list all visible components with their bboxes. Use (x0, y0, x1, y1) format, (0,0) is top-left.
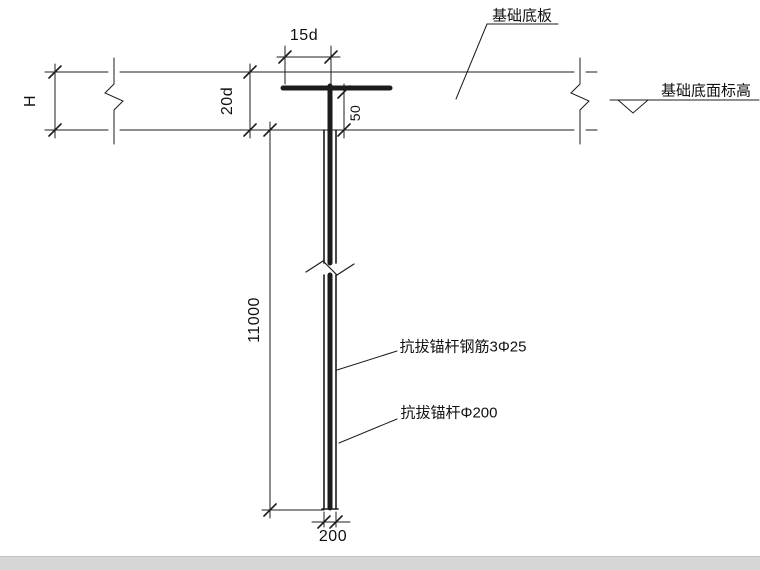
dim-20d-text: 20d (219, 86, 236, 116)
dim-11000-text: 11000 (246, 297, 263, 343)
footer-strip (0, 556, 760, 570)
rebar-label-leader (336, 350, 398, 371)
anchor-label-leader (338, 418, 398, 444)
break-symbol-right (570, 57, 590, 145)
dimension-20d-lines (243, 63, 257, 139)
elevation-label: 基础底面标高 (660, 82, 752, 100)
dim-50-text: 50 (347, 104, 363, 122)
elevation-mark (609, 99, 760, 114)
anchor-casing-lines (321, 129, 339, 510)
dimension-15d-lines (276, 45, 341, 85)
dim-h-text: H (22, 94, 39, 108)
slab-label: 基础底板 (491, 7, 553, 25)
break-symbol-left (104, 57, 124, 145)
dimension-50-lines (337, 83, 351, 139)
rebar-label: 抗拔锚杆钢筋3Φ25 (399, 338, 527, 356)
slab-label-leader (455, 23, 559, 100)
anchor-label: 抗拔锚杆Φ200 (400, 404, 498, 422)
dimension-11000-lines (261, 121, 325, 519)
dimension-h-lines (48, 63, 62, 139)
dim-15d-text: 15d (289, 27, 319, 44)
dimension-200-lines (311, 511, 351, 529)
dim-200-text: 200 (318, 528, 348, 545)
break-symbol-rod (305, 260, 355, 276)
